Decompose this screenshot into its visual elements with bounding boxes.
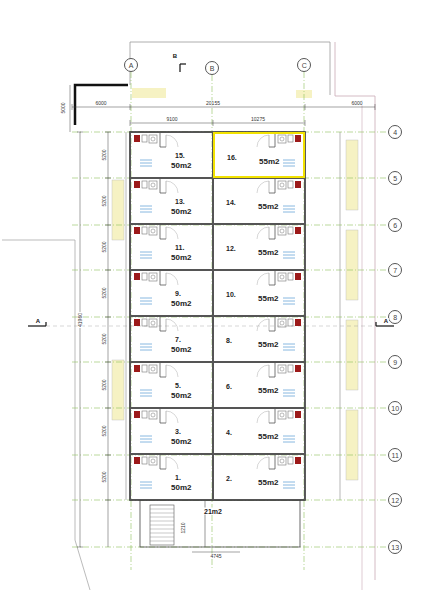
unit-number: 1.	[175, 474, 181, 481]
grid-label: 7	[393, 267, 397, 274]
unit-number: 16.	[227, 154, 237, 161]
grid-bubble: 4	[388, 125, 402, 139]
apartment-unit: 9. 50m2	[130, 270, 213, 316]
unit-area: 50m2	[171, 254, 191, 262]
unit-number: 12.	[226, 245, 236, 252]
unit-area: 55m2	[258, 295, 278, 303]
unit-area: 50m2	[171, 484, 191, 492]
unit-area: 50m2	[171, 162, 191, 170]
unit-area: 55m2	[258, 203, 278, 211]
grid-bubble: 5	[388, 171, 402, 185]
unit-number: 14.	[226, 199, 236, 206]
unit-number: 10.	[226, 291, 236, 298]
grid-label: 13	[391, 544, 399, 551]
unit-number: 3.	[175, 428, 181, 435]
dimension: 6000	[94, 101, 107, 106]
apartment-unit: 15. 50m2	[130, 132, 213, 178]
unit-area: 55m2	[258, 387, 278, 395]
grid-label: A	[129, 62, 134, 69]
grid-bubble: 9	[388, 355, 402, 369]
grid-label: 10	[391, 405, 399, 412]
unit-number: 2.	[226, 475, 232, 482]
dimension: 5200	[102, 470, 107, 483]
unit-number: 11.	[175, 244, 184, 251]
dimension: 5200	[102, 332, 107, 345]
unit-area: 50m2	[171, 392, 191, 400]
dimension: 5200	[102, 378, 107, 391]
apartment-unit: 4. 55m2	[213, 408, 305, 454]
apartment-unit: 1. 50m2	[130, 454, 213, 500]
section-marker: A	[35, 318, 41, 324]
grid-bubble: B	[205, 61, 219, 75]
unit-area: 50m2	[171, 346, 191, 354]
grid-bubble: C	[297, 58, 311, 72]
area-label: 21m2	[203, 508, 223, 515]
unit-number: 6.	[226, 383, 232, 390]
dimension: 5000	[61, 101, 66, 114]
apartment-unit: 6. 55m2	[213, 362, 305, 408]
grid-label: 9	[393, 359, 397, 366]
grid-bubble: 7	[388, 263, 402, 277]
dimension: 5200	[102, 194, 107, 207]
unit-number: 5.	[175, 382, 181, 389]
section-marker: B	[172, 53, 178, 59]
grid-bubble: 12	[388, 493, 402, 507]
dimension: 5200	[102, 148, 107, 161]
apartment-unit: 13. 50m2	[130, 178, 213, 224]
dimension: 6000	[350, 101, 363, 106]
grid-label: B	[210, 65, 215, 72]
apartment-unit: 7. 50m2	[130, 316, 213, 362]
unit-area: 55m2	[258, 341, 278, 349]
unit-number: 4.	[226, 429, 232, 436]
dimension: 5200	[102, 240, 107, 253]
grid-label: C	[302, 62, 307, 69]
dimension: 5200	[102, 286, 107, 299]
dimension: 10275	[250, 117, 266, 122]
unit-area: 55m2	[258, 479, 278, 487]
apartment-unit: 3. 50m2	[130, 408, 213, 454]
dimension: 9100	[165, 117, 178, 122]
grid-bubble: 8	[388, 310, 402, 324]
grid-bubble: 13	[388, 540, 402, 554]
unit-area: 55m2	[259, 158, 279, 166]
grid-label: 4	[393, 129, 397, 136]
grid-label: 12	[391, 497, 399, 504]
unit-area: 55m2	[258, 433, 278, 441]
unit-number: 7.	[175, 336, 181, 343]
unit-area: 50m2	[171, 208, 191, 216]
grid-bubble: 10	[388, 401, 402, 415]
section-marker: A	[383, 318, 389, 324]
apartment-unit: 16. 55m2	[213, 132, 305, 178]
apartment-unit: 2. 55m2	[213, 454, 305, 500]
apartment-unit: 5. 50m2	[130, 362, 213, 408]
apartment-unit: 14. 55m2	[213, 178, 305, 224]
grid-bubble: A	[124, 58, 138, 72]
unit-area: 50m2	[171, 438, 191, 446]
dimension: 4745	[209, 554, 222, 559]
unit-area: 55m2	[258, 249, 278, 257]
grid-label: 6	[393, 222, 397, 229]
unit-number: 8.	[226, 337, 232, 344]
unit-number: 13.	[175, 198, 185, 205]
dimension: 5200	[102, 424, 107, 437]
grid-label: 11	[392, 452, 399, 459]
unit-area: 50m2	[171, 300, 191, 308]
grid-label: 8	[393, 314, 397, 321]
dimension: 20155	[205, 101, 221, 106]
apartment-unit: 8. 55m2	[213, 316, 305, 362]
apartment-unit: 12. 55m2	[213, 224, 305, 270]
grid-bubble: 11	[388, 448, 402, 462]
unit-number: 9.	[175, 290, 181, 297]
apartment-unit: 10. 55m2	[213, 270, 305, 316]
unit-number: 15.	[175, 152, 185, 159]
grid-label: 5	[393, 175, 397, 182]
apartment-unit: 11. 50m2	[130, 224, 213, 270]
dimension: 41960	[78, 312, 83, 328]
grid-bubble: 6	[388, 218, 402, 232]
dimension: 1210	[181, 521, 186, 534]
